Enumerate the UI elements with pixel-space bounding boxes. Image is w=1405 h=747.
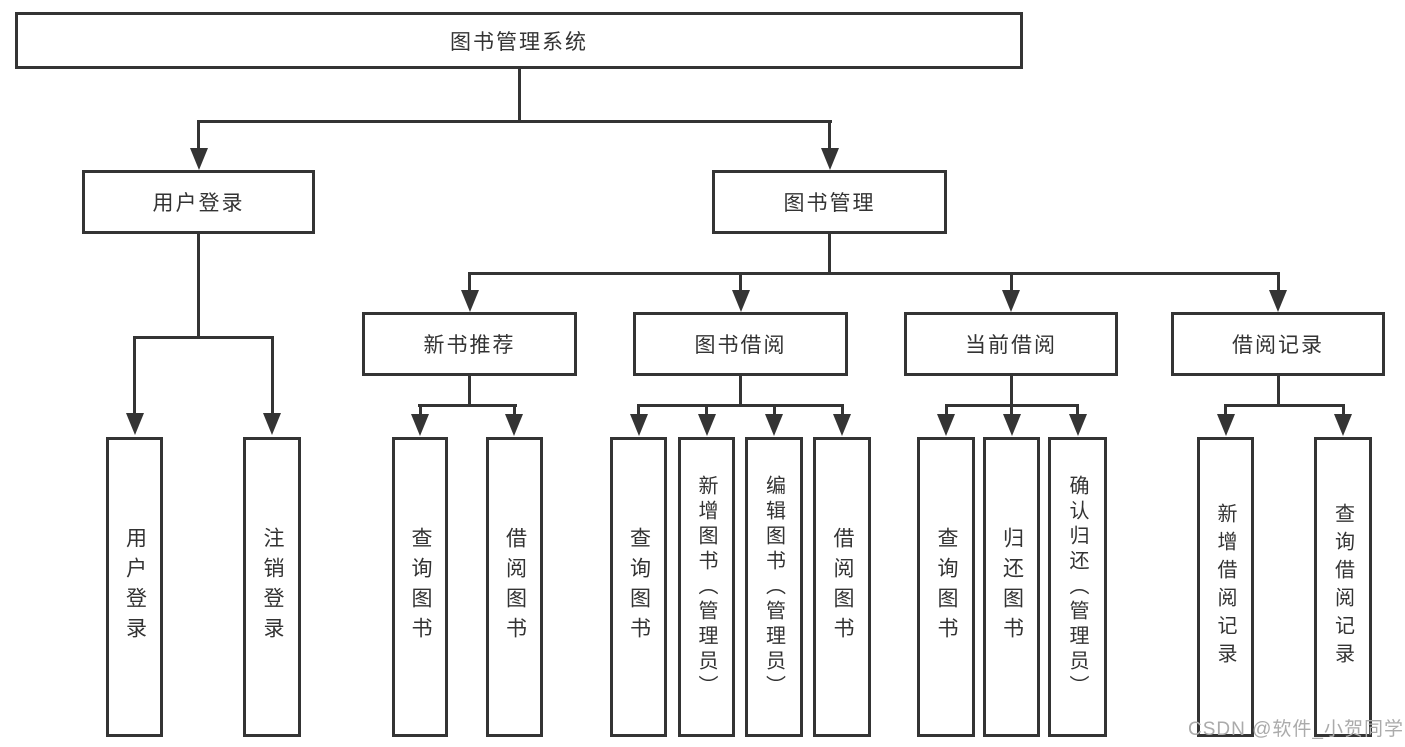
- leaf-logout: 注销登录: [243, 437, 301, 737]
- node-book-management: 图书管理: [712, 170, 947, 234]
- arrowhead-down-icon: [1217, 414, 1235, 436]
- leaf-add-books-admin-label: 新增图书（管理员）: [695, 474, 717, 700]
- node-book-borrowing-label: 图书借阅: [694, 334, 787, 357]
- leaf-query-books-current: 查询图书: [917, 437, 975, 737]
- connector-shaft: [945, 404, 948, 416]
- leaf-query-books-label: 查询图书: [409, 527, 432, 647]
- watermark: CSDN @软件_小贺同学: [1188, 719, 1404, 740]
- connector-shaft: [637, 404, 640, 416]
- leaf-borrow-books-recommend: 借阅图书: [486, 437, 543, 737]
- arrowhead-down-icon: [411, 414, 429, 436]
- connector-shaft: [271, 336, 274, 415]
- connector-shaft: [133, 336, 136, 415]
- arrowhead-down-icon: [630, 414, 648, 436]
- leaf-user-login-label: 用户登录: [123, 527, 147, 647]
- arrowhead-down-icon: [263, 413, 281, 435]
- leaf-user-login: 用户登录: [106, 437, 163, 737]
- leaf-return-books: 归还图书: [983, 437, 1040, 737]
- leaf-add-borrow-record: 新增借阅记录: [1197, 437, 1254, 737]
- arrowhead-down-icon: [732, 290, 750, 312]
- connector-shaft: [705, 404, 708, 416]
- leaf-edit-books-admin-label: 编辑图书（管理员）: [762, 474, 785, 700]
- connector-shaft: [739, 272, 742, 292]
- connector-drop: [739, 376, 742, 407]
- connector-drop: [1010, 376, 1013, 407]
- connector-shaft: [468, 272, 471, 292]
- node-current-borrowing-label: 当前借阅: [965, 334, 1057, 357]
- arrowhead-down-icon: [461, 290, 479, 312]
- leaf-borrow-books-label: 借阅图书: [503, 527, 527, 647]
- connector-book-mgmt-drop: [828, 234, 831, 275]
- arrowhead-down-icon: [505, 414, 523, 436]
- connector-user-login-branch: [133, 336, 274, 339]
- node-book-management-label: 图书管理: [783, 192, 876, 215]
- leaf-add-books-admin: 新增图书（管理员）: [678, 437, 735, 737]
- connector-shaft: [773, 404, 776, 416]
- connector-shaft: [841, 404, 844, 416]
- node-user-login-label: 用户登录: [152, 192, 245, 215]
- connector-drop: [1277, 376, 1280, 407]
- node-current-borrowing: 当前借阅: [904, 312, 1118, 376]
- leaf-return-books-label: 归还图书: [1000, 527, 1024, 647]
- node-root-label: 图书管理系统: [450, 30, 588, 54]
- leaf-borrow-books: 借阅图书: [813, 437, 871, 737]
- connector-shaft: [197, 120, 200, 152]
- connector-shaft: [1277, 272, 1280, 292]
- arrowhead-down-icon: [126, 413, 144, 435]
- arrowhead-down-icon: [765, 414, 783, 436]
- node-book-borrowing: 图书借阅: [633, 312, 848, 376]
- arrowhead-down-icon: [821, 148, 839, 170]
- leaf-borrow-books-label: 借阅图书: [831, 527, 854, 647]
- leaf-add-borrow-record-label: 新增借阅记录: [1214, 503, 1236, 671]
- leaf-query-books-label: 查询图书: [627, 527, 651, 647]
- connector-shaft: [1224, 404, 1227, 416]
- connector-branch: [418, 404, 517, 407]
- connector-shaft: [1010, 272, 1013, 292]
- connector-shaft: [1076, 404, 1079, 416]
- arrowhead-down-icon: [698, 414, 716, 436]
- arrowhead-down-icon: [1269, 290, 1287, 312]
- leaf-query-books-recommend: 查询图书: [392, 437, 448, 737]
- connector-level3-branch: [468, 272, 1280, 275]
- arrowhead-down-icon: [937, 414, 955, 436]
- leaf-logout-label: 注销登录: [261, 527, 284, 647]
- node-user-login: 用户登录: [82, 170, 315, 234]
- arrowhead-down-icon: [190, 148, 208, 170]
- connector-root-trunk: [518, 69, 521, 123]
- connector-level2-branch: [197, 120, 832, 123]
- connector-shaft: [1342, 404, 1345, 416]
- leaf-edit-books-admin: 编辑图书（管理员）: [745, 437, 803, 737]
- connector-shaft: [1010, 404, 1013, 416]
- connector-branch: [1224, 404, 1345, 407]
- arrowhead-down-icon: [1069, 414, 1087, 436]
- connector-drop: [468, 376, 471, 407]
- node-new-book-recommend-label: 新书推荐: [423, 334, 516, 357]
- node-root: 图书管理系统: [15, 12, 1023, 69]
- connector-user-login-drop: [197, 234, 200, 339]
- leaf-confirm-return-admin: 确认归还（管理员）: [1048, 437, 1107, 737]
- connector-shaft: [828, 120, 831, 152]
- leaf-query-books-borrowing: 查询图书: [610, 437, 667, 737]
- connector-shaft: [513, 404, 516, 416]
- node-borrowing-records-label: 借阅记录: [1232, 334, 1324, 357]
- connector-branch: [637, 404, 844, 407]
- leaf-confirm-return-admin-label: 确认归还（管理员）: [1066, 474, 1088, 700]
- leaf-query-borrow-record-label: 查询借阅记录: [1331, 503, 1354, 671]
- leaf-query-books-label: 查询图书: [935, 527, 958, 647]
- arrowhead-down-icon: [1334, 414, 1352, 436]
- arrowhead-down-icon: [833, 414, 851, 436]
- leaf-query-borrow-record: 查询借阅记录: [1314, 437, 1372, 737]
- node-new-book-recommend: 新书推荐: [362, 312, 577, 376]
- connector-shaft: [419, 404, 422, 416]
- arrowhead-down-icon: [1002, 290, 1020, 312]
- arrowhead-down-icon: [1003, 414, 1021, 436]
- node-borrowing-records: 借阅记录: [1171, 312, 1385, 376]
